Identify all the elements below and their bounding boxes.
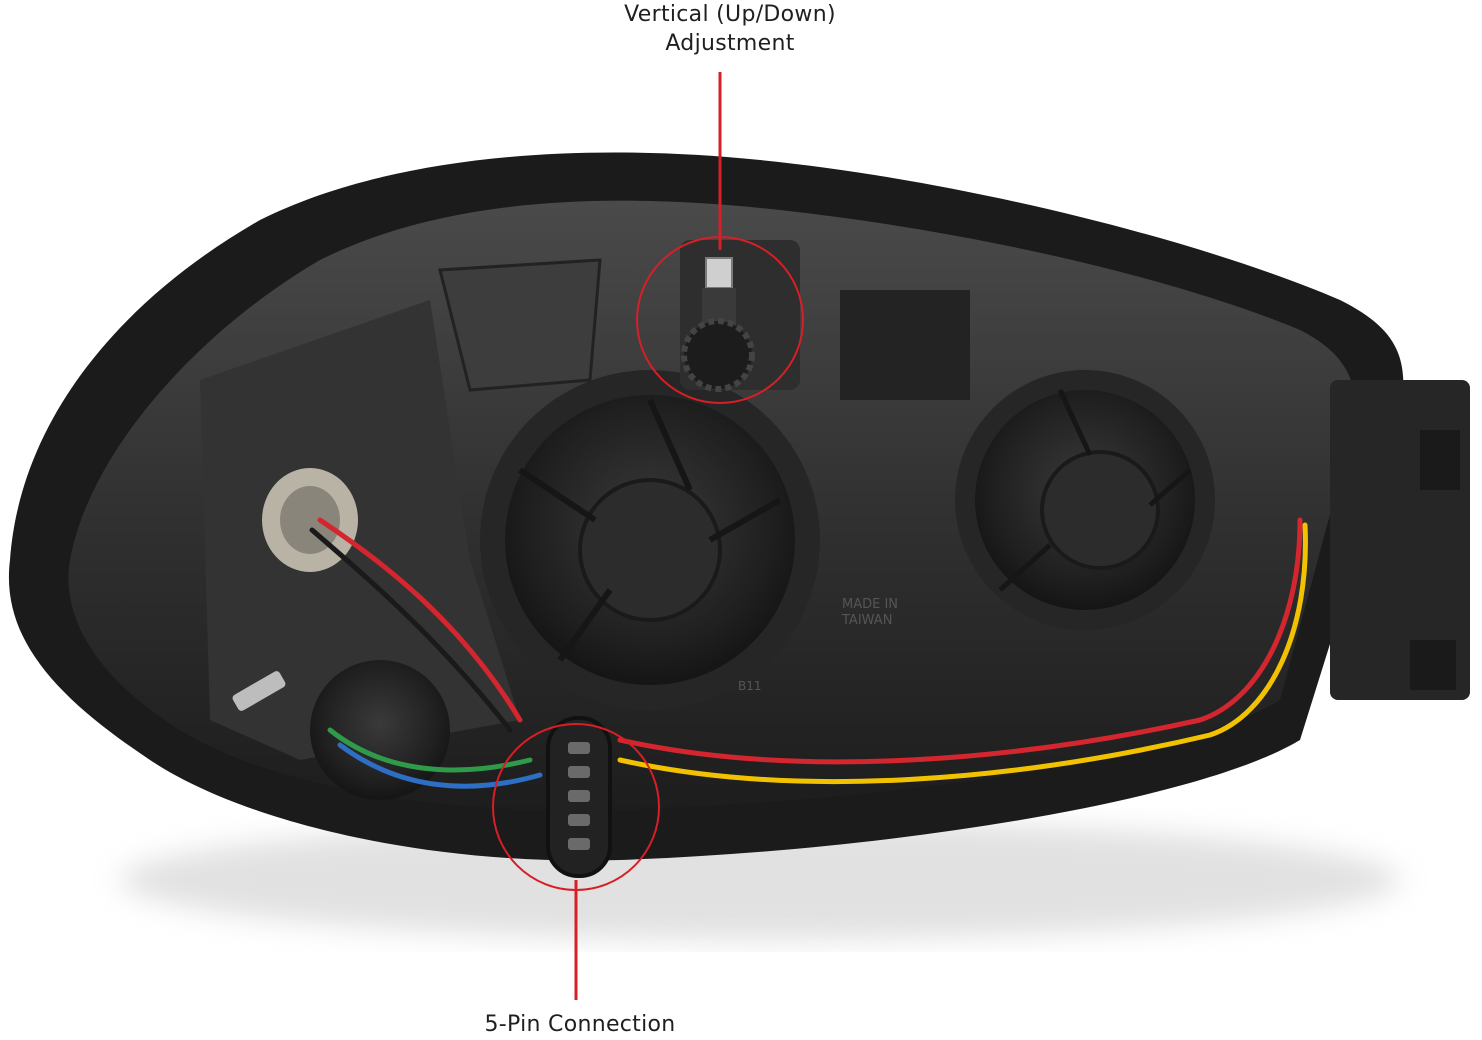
adjuster-gear-icon xyxy=(681,318,755,392)
made-in-text: MADE IN xyxy=(842,597,898,612)
country-text: TAIWAN xyxy=(841,613,892,628)
vertical-adjustment-line2: Adjustment xyxy=(665,31,795,56)
top-left-clip xyxy=(438,258,602,392)
bracket-tab xyxy=(1410,640,1456,690)
low-beam-ribs xyxy=(518,398,782,662)
vertical-adjustment-label: Vertical (Up/Down) Adjustment xyxy=(560,0,900,58)
connector-pins xyxy=(568,742,590,850)
vertical-adjustment-line1: Vertical (Up/Down) xyxy=(624,2,836,27)
pin-connection-label: 5-Pin Connection xyxy=(484,1012,676,1037)
wire-harness xyxy=(309,517,1308,789)
bracket-tab xyxy=(1420,430,1460,490)
part-mark-text: B11 xyxy=(738,679,762,693)
low-beam-cap-center xyxy=(578,478,722,622)
adjuster-bolt xyxy=(705,257,733,289)
label-panel xyxy=(840,290,970,400)
side-marker-socket-core xyxy=(280,486,340,554)
high-beam-cap-center xyxy=(1040,450,1160,570)
left-socket-block xyxy=(200,300,520,760)
high-beam-ribs xyxy=(998,388,1192,592)
side-bolt xyxy=(232,671,286,711)
callout-circle-adjuster xyxy=(636,236,804,404)
